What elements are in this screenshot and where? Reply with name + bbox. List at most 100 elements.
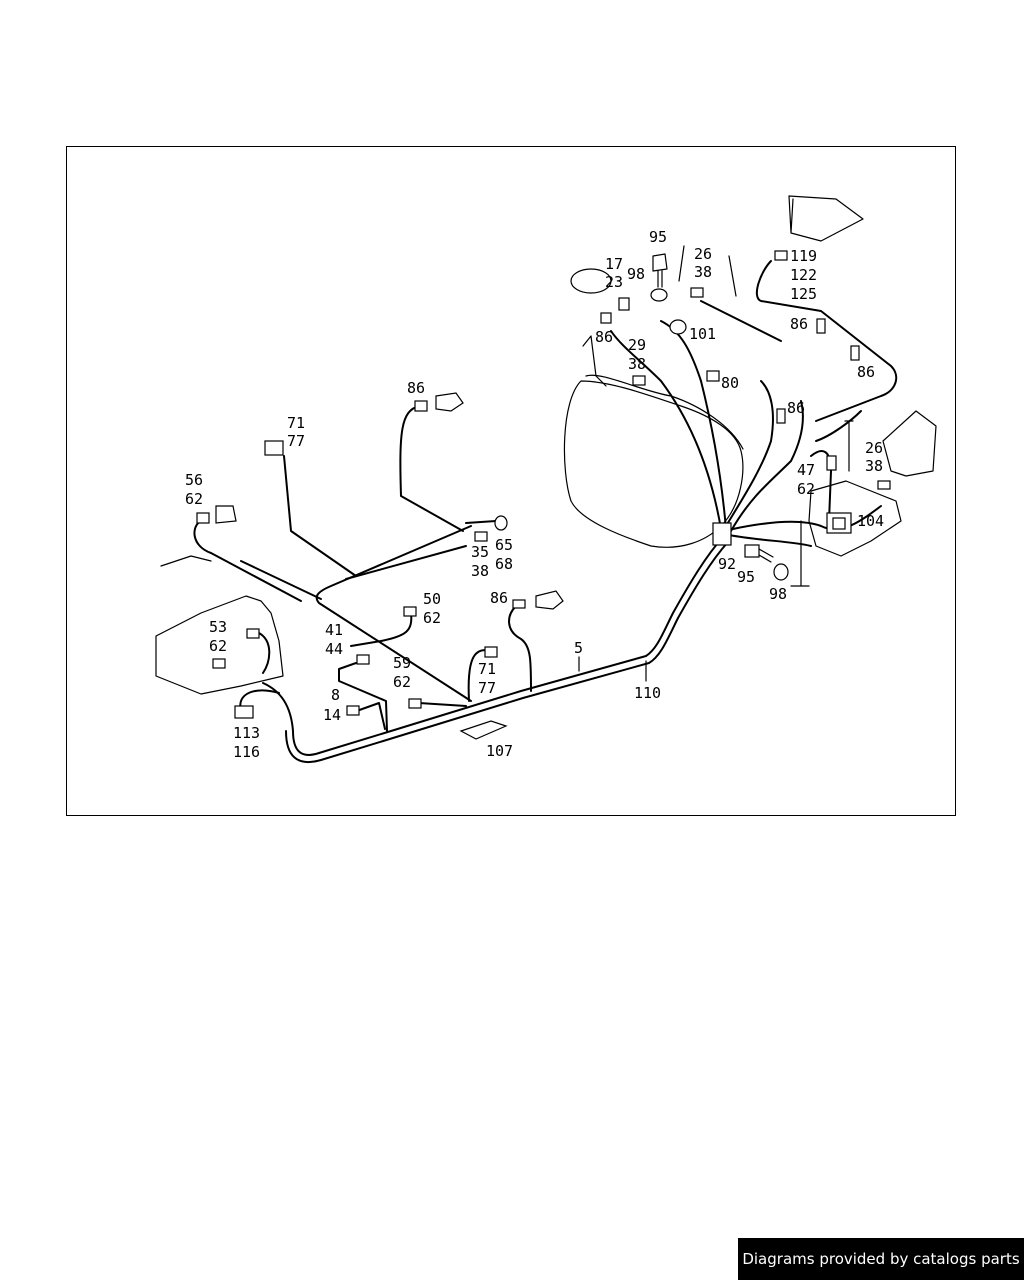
plate-53 — [155, 595, 284, 695]
rod — [844, 420, 854, 472]
tank-body — [563, 380, 744, 548]
right-harness-f — [660, 320, 727, 530]
bracket-92 — [712, 522, 732, 546]
callout-80: 80 — [721, 374, 739, 392]
bolt-95-top — [652, 253, 668, 288]
connector-35 — [474, 531, 488, 542]
main-harness-trunk-outline — [285, 541, 729, 764]
callout-98-top: 98 — [627, 265, 645, 283]
callout-101: 101 — [689, 325, 716, 343]
right-harness-a — [722, 380, 774, 532]
main-harness-trunk — [262, 536, 724, 756]
credit-text: Diagrams provided by catalogs parts — [742, 1250, 1020, 1268]
connector-62 — [212, 658, 226, 669]
callout-86-left-cover: 86 — [595, 328, 613, 346]
bracket-26a — [678, 245, 737, 297]
right-harness-j — [810, 450, 832, 522]
module-104-inner — [832, 517, 846, 530]
nut-101 — [669, 319, 687, 335]
callout-5: 5 — [574, 639, 583, 657]
washer-98-lower — [773, 563, 789, 581]
connector-26b — [877, 480, 891, 490]
connector-119 — [774, 250, 788, 261]
callout-110: 110 — [634, 684, 661, 702]
callout-95-lower: 95 — [737, 568, 755, 586]
right-harness-c — [732, 505, 882, 531]
connector-86c — [776, 408, 786, 424]
wire-59 — [418, 702, 467, 707]
tank-outline — [585, 374, 744, 450]
connector-113 — [234, 705, 254, 719]
cover-86 — [582, 335, 607, 387]
plug-86f — [535, 590, 564, 610]
leader-104 — [790, 520, 810, 587]
connector-86f — [512, 599, 526, 609]
callout-86-lower: 86 — [490, 589, 508, 607]
right-harness-h — [815, 410, 862, 442]
connector-29 — [632, 375, 646, 386]
plug-86a — [435, 392, 464, 412]
connector-71a — [264, 440, 284, 456]
connector-86e — [850, 345, 860, 361]
connector-71b — [484, 646, 498, 658]
callout-95-top: 95 — [649, 228, 667, 246]
right-harness-d — [728, 534, 812, 547]
wire-71a — [283, 455, 357, 577]
callout-98-lower: 98 — [769, 585, 787, 603]
connector-47 — [826, 455, 837, 471]
callout-92: 92 — [718, 555, 736, 573]
connector-53 — [246, 628, 260, 639]
right-harness-e — [610, 330, 722, 530]
bolt-95-lower — [744, 544, 760, 558]
connector-56 — [196, 512, 210, 524]
connector-86a — [414, 400, 428, 412]
upper-left-harness — [315, 525, 472, 702]
connector-17b — [600, 312, 612, 324]
connector-41 — [356, 654, 370, 665]
cover-26b — [882, 410, 937, 477]
connector-59 — [408, 698, 422, 709]
callout-86-right: 86 — [857, 363, 875, 381]
part-107 — [459, 720, 508, 740]
wire-41 — [338, 662, 388, 732]
right-harness-g — [755, 260, 898, 422]
diagram-credit-banner: Diagrams provided by catalogs parts — [738, 1238, 1024, 1280]
connector-17 — [618, 297, 630, 311]
callout-104: 104 — [857, 512, 884, 530]
callout-86-upper-right: 86 — [790, 315, 808, 333]
connector-8 — [346, 705, 360, 716]
wire-50 — [350, 612, 413, 647]
bolt-95-lower-shank — [758, 548, 774, 563]
connector-86d — [816, 318, 826, 334]
right-harness-b — [730, 400, 804, 532]
washer-98-top — [650, 288, 668, 302]
wire-86f — [508, 605, 532, 692]
upper-left-harness-b — [240, 545, 467, 600]
callout-107: 107 — [486, 742, 513, 760]
callout-86-left-harness: 86 — [407, 379, 425, 397]
box-119 — [788, 195, 864, 242]
wire-8 — [350, 702, 386, 730]
callout-86-mid: 86 — [787, 399, 805, 417]
wire-65 — [465, 520, 497, 524]
module-104-housing — [808, 480, 902, 557]
wire-86a — [399, 405, 464, 532]
